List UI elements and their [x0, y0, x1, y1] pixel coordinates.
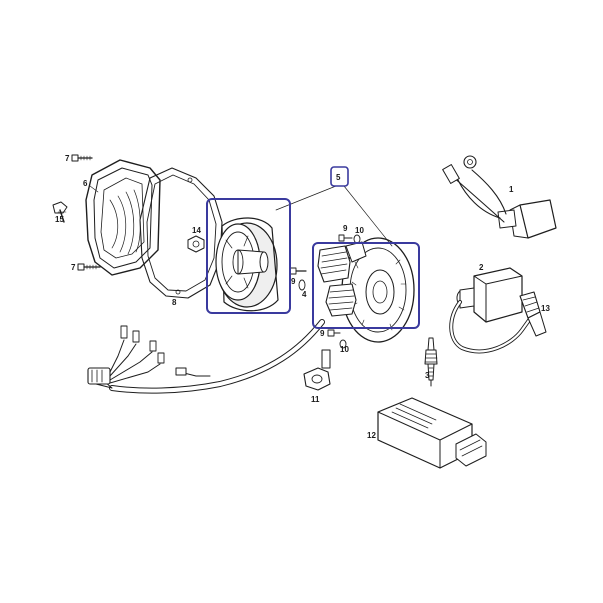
- highlight-box-label-5: [330, 166, 349, 187]
- label-part-4: 4: [302, 290, 307, 299]
- screw-9-bottom: [327, 329, 341, 337]
- wiring-connector: [87, 325, 165, 385]
- label-part-12: 12: [367, 431, 376, 440]
- spark-plug-cap: [519, 291, 547, 337]
- label-part-8: 8: [172, 298, 177, 307]
- washer-10-top: [353, 234, 361, 244]
- label-part-7-bottom: 7: [71, 263, 76, 272]
- label-part-15: 15: [55, 215, 64, 224]
- screw-7-top: [71, 154, 93, 162]
- part-labels: 1 2 3 4 5 6 7 7 8 9 9 9 10 10 11 12 13 1…: [55, 154, 550, 440]
- label-part-5: 5: [336, 173, 341, 182]
- screw-9-top: [338, 234, 353, 242]
- label-part-13: 13: [541, 304, 550, 313]
- stator-wiring-harness: [95, 319, 325, 394]
- screw-7-bottom: [77, 263, 101, 271]
- leader-lines: [57, 185, 393, 247]
- highlight-box-stator: [312, 242, 420, 329]
- washer-10-bottom: [339, 339, 347, 349]
- label-part-2: 2: [479, 263, 484, 272]
- label-part-3: 3: [425, 371, 430, 380]
- side-cover: [85, 159, 161, 276]
- washer-4: [298, 279, 306, 291]
- flywheel-rotor: [215, 217, 279, 312]
- label-part-11: 11: [311, 395, 320, 404]
- screw-9-left: [289, 267, 307, 275]
- highlight-boxes: [206, 166, 420, 329]
- label-part-10-bottom: 10: [340, 345, 349, 354]
- voltage-regulator: [442, 155, 557, 239]
- label-part-9-top: 9: [343, 224, 348, 233]
- label-part-6: 6: [83, 179, 88, 188]
- ignition-coil: [449, 267, 534, 354]
- cdi-unit: [377, 397, 487, 469]
- spark-plug: [424, 337, 438, 387]
- label-part-9-bottom: 9: [320, 329, 325, 338]
- label-part-14: 14: [192, 226, 201, 235]
- stator-coils: [317, 241, 367, 317]
- pickup-bracket: [303, 349, 331, 391]
- nut: [187, 235, 205, 253]
- highlight-box-flywheel: [206, 198, 291, 314]
- gasket: [139, 167, 223, 299]
- label-part-1: 1: [509, 185, 514, 194]
- label-part-9-left: 9: [291, 277, 296, 286]
- label-part-10-top: 10: [355, 226, 364, 235]
- label-part-7-top: 7: [65, 154, 70, 163]
